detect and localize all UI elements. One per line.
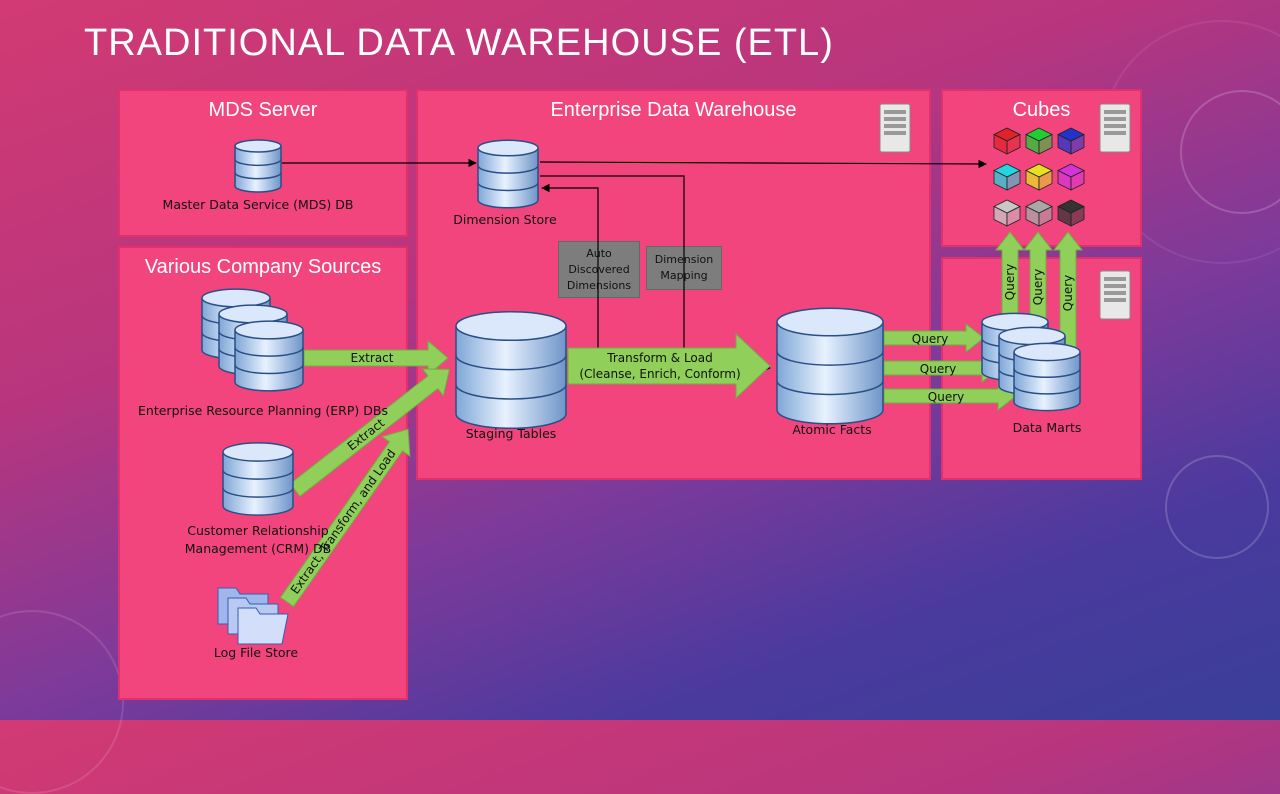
cube-query-text-1: Query — [1003, 264, 1017, 300]
slide-title: TRADITIONAL DATA WAREHOUSE (ETL) — [84, 22, 834, 64]
query-text-1: Query — [912, 332, 948, 346]
data-marts-label: Data Marts — [1012, 420, 1082, 435]
atomic-facts-label: Atomic Facts — [792, 422, 872, 437]
query-text-3: Query — [928, 390, 964, 404]
cube-query-arrow-1: Query — [994, 231, 1026, 323]
cube-icon — [1057, 127, 1085, 155]
transform-line1-text: Transform & Load — [606, 351, 712, 365]
background-ring — [1165, 455, 1269, 559]
log-file-store-label: Log File Store — [213, 645, 299, 660]
cube-icon — [993, 127, 1021, 155]
cube-query-text-3: Query — [1061, 275, 1075, 311]
cube-query-text-2: Query — [1031, 269, 1045, 305]
edw-title: Enterprise Data Warehouse — [550, 99, 797, 121]
query-arrow-1: Query — [883, 322, 985, 354]
company-sources-title: Various Company Sources — [144, 256, 382, 278]
extract-erp-arrow: Extract — [303, 339, 449, 377]
auto-discovered-dimensions-box: Auto Discovered Dimensions — [558, 241, 640, 298]
query-arrow-3: Query — [883, 380, 1017, 412]
extract-crm-text: Extract — [345, 416, 388, 454]
cube-icon — [993, 163, 1021, 191]
server-icon — [1099, 103, 1131, 153]
data-mart-database-icon — [1013, 342, 1081, 412]
transform-load-arrow: Transform & Load (Cleanse, Enrich, Confo… — [567, 332, 771, 400]
auto-dims-feedback-line — [541, 183, 599, 352]
staging-tables-database-icon — [455, 310, 567, 430]
crm-db-label: Customer Relationship Management (CRM) D… — [184, 523, 332, 556]
dimension-to-cubes-line — [539, 159, 987, 169]
cube-icon — [1025, 199, 1053, 227]
server-icon — [1099, 270, 1131, 320]
dimension-store-database-icon — [477, 139, 539, 209]
cube-icon — [1025, 163, 1053, 191]
mds-db-label: Master Data Service (MDS) DB — [162, 197, 354, 212]
folder-icon — [217, 587, 289, 645]
cube-query-arrow-3: Query — [1052, 231, 1084, 349]
cube-query-arrow-2: Query — [1022, 231, 1054, 333]
crm-database-icon — [222, 442, 294, 516]
cube-icon — [993, 199, 1021, 227]
atomic-facts-database-icon — [776, 307, 884, 425]
diagram-graphics: Extract Extract Extract, Transform, and … — [201, 103, 1131, 645]
dimension-store-label: Dimension Store — [453, 212, 557, 227]
cube-icon — [1057, 199, 1085, 227]
erp-database-icon — [234, 320, 304, 392]
transform-line2-text: (Cleanse, Enrich, Conform) — [579, 367, 740, 381]
cube-icon — [1057, 163, 1085, 191]
auto-discovered-dimensions-label: Auto Discovered Dimensions — [566, 246, 632, 292]
cubes-title: Cubes — [1012, 99, 1071, 121]
query-text-2: Query — [920, 362, 956, 376]
staging-tables-label: Staging Tables — [465, 426, 557, 441]
mds-database-icon — [234, 139, 282, 193]
server-icon — [879, 103, 911, 153]
cube-icon — [1025, 127, 1053, 155]
extract-erp-text: Extract — [351, 351, 394, 365]
erp-db-label: Enterprise Resource Planning (ERP) DBs — [138, 403, 388, 418]
mds-server-title: MDS Server — [208, 99, 318, 121]
